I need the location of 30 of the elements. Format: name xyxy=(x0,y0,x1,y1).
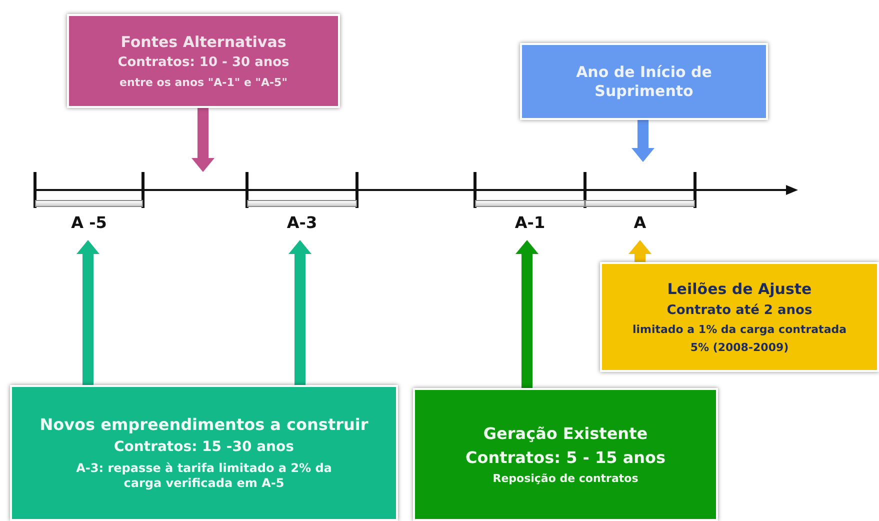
info-box xyxy=(413,388,718,521)
info-box xyxy=(67,14,340,108)
period-label: A xyxy=(634,213,646,233)
box-text: Contratos: 15 -30 anos xyxy=(114,439,294,457)
box-text: Geração Existente xyxy=(483,424,648,444)
arrow xyxy=(628,240,652,262)
box-text: Fontes Alternativas xyxy=(120,32,286,52)
info-box xyxy=(10,385,398,521)
period-label: A-1 xyxy=(514,213,546,233)
timeline-axis xyxy=(34,172,798,208)
period-label: A-3 xyxy=(286,213,318,233)
arrow xyxy=(632,120,654,162)
box-text: 5% (2008-2009) xyxy=(690,340,789,354)
box-text: Contratos: 10 - 30 anos xyxy=(118,55,290,72)
arrow xyxy=(76,240,100,385)
box-text: entre os anos "A-1" e "A-5" xyxy=(120,76,288,90)
arrow xyxy=(192,108,214,172)
box-text: Contratos: 5 - 15 anos xyxy=(465,448,666,468)
box-text: Leilões de Ajuste xyxy=(667,280,812,298)
box-text: limitado a 1% da carga contratada xyxy=(632,322,847,336)
period-label: A -5 xyxy=(71,213,107,233)
box-text: A-3: repasse à tarifa limitado a 2% da carga verificada em A-5 xyxy=(75,460,333,491)
info-box xyxy=(520,43,768,120)
arrow xyxy=(288,240,312,385)
arrow xyxy=(516,240,538,388)
box-text: Ano de Início de Suprimento xyxy=(575,62,713,100)
box-text: Contrato até 2 anos xyxy=(666,302,812,319)
info-box xyxy=(600,262,879,372)
box-text: Reposição de contratos xyxy=(492,472,638,486)
box-text: Novos empreendimentos a construir xyxy=(40,415,368,436)
